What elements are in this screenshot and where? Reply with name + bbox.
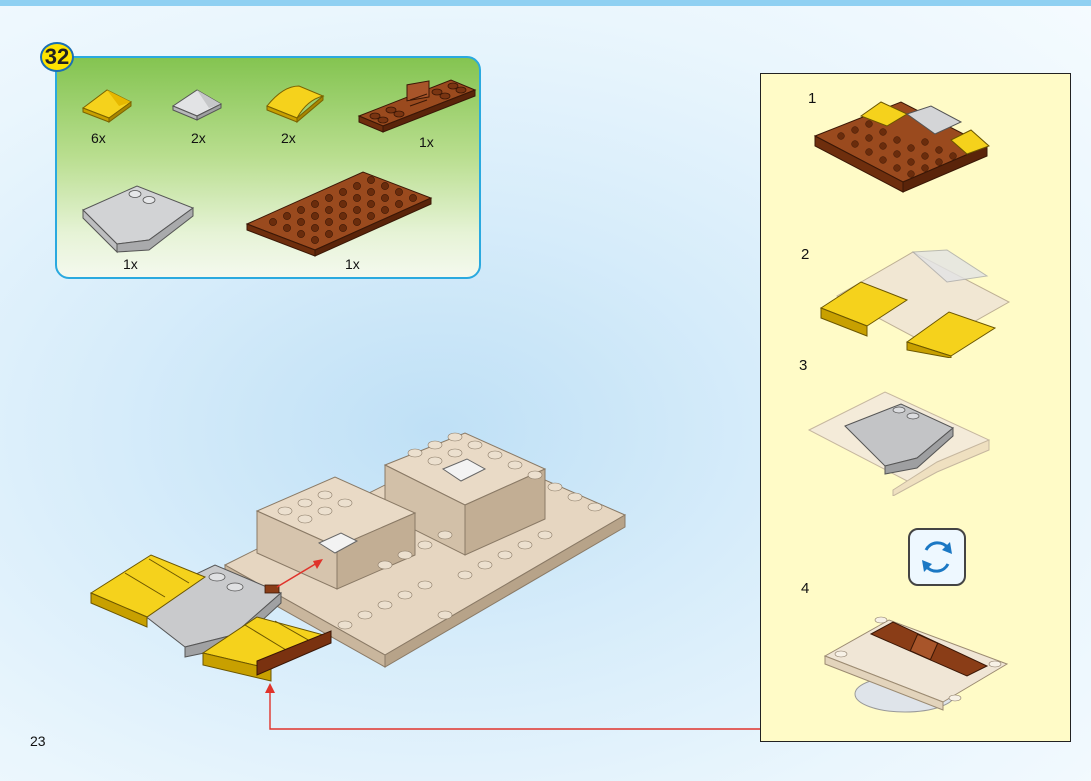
- part-qty-yellow-slope: 6x: [91, 130, 106, 146]
- yellow-curved-slope-part: [266, 85, 325, 124]
- step-number-badge: 32: [40, 42, 74, 72]
- rotate-icon: [922, 541, 952, 573]
- grey-wedge-part: [82, 185, 195, 254]
- part-qty-grey-wedge: 1x: [123, 256, 138, 272]
- brown-plate-part: [245, 171, 433, 257]
- part-qty-yellow-curved-slope: 2x: [281, 130, 296, 146]
- subassembly-panel: 1 2 3: [760, 73, 1071, 742]
- substep-3-number: 3: [799, 357, 808, 374]
- substep-3-illustration: [807, 391, 991, 496]
- substep-1-number: 1: [808, 90, 817, 107]
- page-number: 23: [30, 733, 46, 749]
- substep-2-illustration: [819, 249, 1011, 358]
- yellow-slope-part: [81, 89, 132, 123]
- grey-slope-part: [171, 89, 223, 121]
- part-qty-brown-plate: 1x: [345, 256, 360, 272]
- brown-plate-with-clip-part: [357, 79, 477, 133]
- top-strip: [0, 0, 1091, 6]
- substep-2-number: 2: [801, 246, 810, 263]
- main-assembly-illustration: [89, 432, 627, 682]
- substep-1-illustration: [813, 101, 990, 193]
- substep-4-illustration: [823, 616, 1009, 713]
- parts-list-box: 6x 2x 2x 1x 1x: [55, 56, 481, 279]
- substep-4-number: 4: [801, 580, 810, 597]
- rotate-model-button[interactable]: [908, 528, 966, 586]
- part-qty-brown-plate-with-clip: 1x: [419, 134, 434, 150]
- part-qty-grey-slope: 2x: [191, 130, 206, 146]
